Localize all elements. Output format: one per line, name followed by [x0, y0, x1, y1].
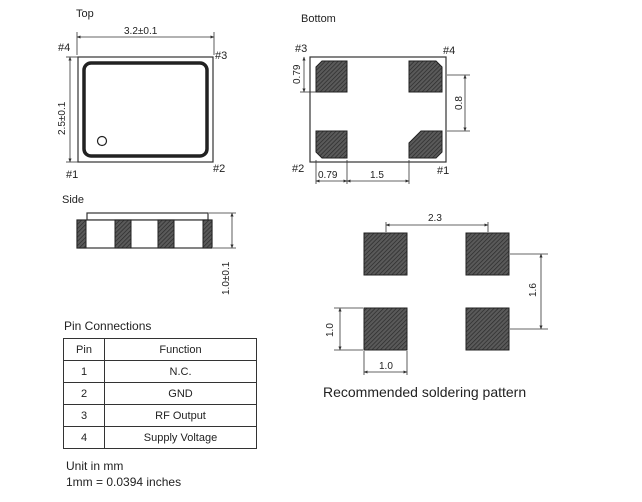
table-row: 2 GND: [63, 382, 257, 405]
bottom-dimension-a: 0.79: [318, 170, 338, 181]
bottom-view: Bottom #3 #4 #2 #1 0.79 0.8 0.79 1.5: [292, 13, 470, 184]
pin-number: 4: [63, 426, 105, 449]
table-header-row: Pin Function: [63, 338, 257, 361]
solder-spacing-x: 2.3: [428, 213, 442, 224]
pin-connections-table: Pin Function 1 N.C. 2 GND 3 RF Output 4 …: [63, 338, 257, 449]
soldering-pattern-title: Recommended soldering pattern: [323, 384, 526, 400]
solder-pad-width: 1.0: [379, 361, 393, 372]
pin-table-title: Pin Connections: [64, 319, 152, 333]
bottom-right-dimension: 0.8: [454, 96, 465, 110]
table-row: 3 RF Output: [63, 404, 257, 427]
bottom-pad-1: [408, 130, 443, 159]
top-width-dimension: 3.2±0.1: [124, 26, 158, 37]
table-header-pin: Pin: [63, 338, 105, 361]
bottom-pin3-label: #3: [295, 43, 307, 55]
pin1-marker-dot: [96, 135, 108, 147]
side-body: [76, 219, 213, 249]
side-view: Side 1.0±0.1: [62, 194, 236, 295]
solder-pad-top-right: [465, 232, 510, 276]
bottom-pad-4: [408, 60, 443, 93]
pin-number: 2: [63, 382, 105, 405]
unit-note: Unit in mm 1mm = 0.0394 inches: [66, 458, 181, 490]
solder-pad-top-left: [363, 232, 408, 276]
top-pin1-label: #1: [66, 169, 78, 181]
bottom-pin2-label: #2: [292, 163, 304, 175]
pin-number: 3: [63, 404, 105, 427]
bottom-view-title: Bottom: [301, 13, 336, 25]
table-row: 4 Supply Voltage: [63, 426, 257, 449]
bottom-pad-2: [315, 130, 348, 159]
solder-spacing-y: 1.6: [528, 283, 539, 297]
top-view-title: Top: [76, 8, 94, 20]
top-pin4-label: #4: [58, 42, 70, 54]
top-pin2-label: #2: [213, 163, 225, 175]
table-header-function: Function: [104, 338, 257, 361]
bottom-dimension-b: 1.5: [370, 170, 384, 181]
pin-function: GND: [104, 382, 257, 405]
solder-pad-bottom-right: [465, 307, 510, 351]
pin-function: N.C.: [104, 360, 257, 383]
pin-function: RF Output: [104, 404, 257, 427]
bottom-left-dimension: 0.79: [292, 64, 303, 84]
top-pin3-label: #3: [215, 50, 227, 62]
pin-number: 1: [63, 360, 105, 383]
top-view: Top 3.2±0.1 2.5±0.1 #4 #3 #2 #1: [57, 8, 227, 181]
unit-note-line2: 1mm = 0.0394 inches: [66, 475, 182, 489]
bottom-pin1-label: #1: [437, 165, 449, 177]
solder-pad-bottom-left: [363, 307, 408, 351]
table-row: 1 N.C.: [63, 360, 257, 383]
soldering-pattern: 2.3 1.6 1.0 1.0 Recommended soldering pa…: [323, 213, 548, 400]
side-height-dimension: 1.0±0.1: [221, 261, 232, 295]
side-view-title: Side: [62, 194, 84, 206]
pin-function: Supply Voltage: [104, 426, 257, 449]
unit-note-line1: Unit in mm: [66, 459, 124, 473]
side-lid: [86, 212, 209, 221]
top-lid: [82, 61, 209, 158]
top-height-dimension: 2.5±0.1: [57, 101, 68, 135]
bottom-pin4-label: #4: [443, 45, 455, 57]
bottom-pad-3: [315, 60, 348, 93]
solder-pad-height: 1.0: [325, 323, 336, 337]
